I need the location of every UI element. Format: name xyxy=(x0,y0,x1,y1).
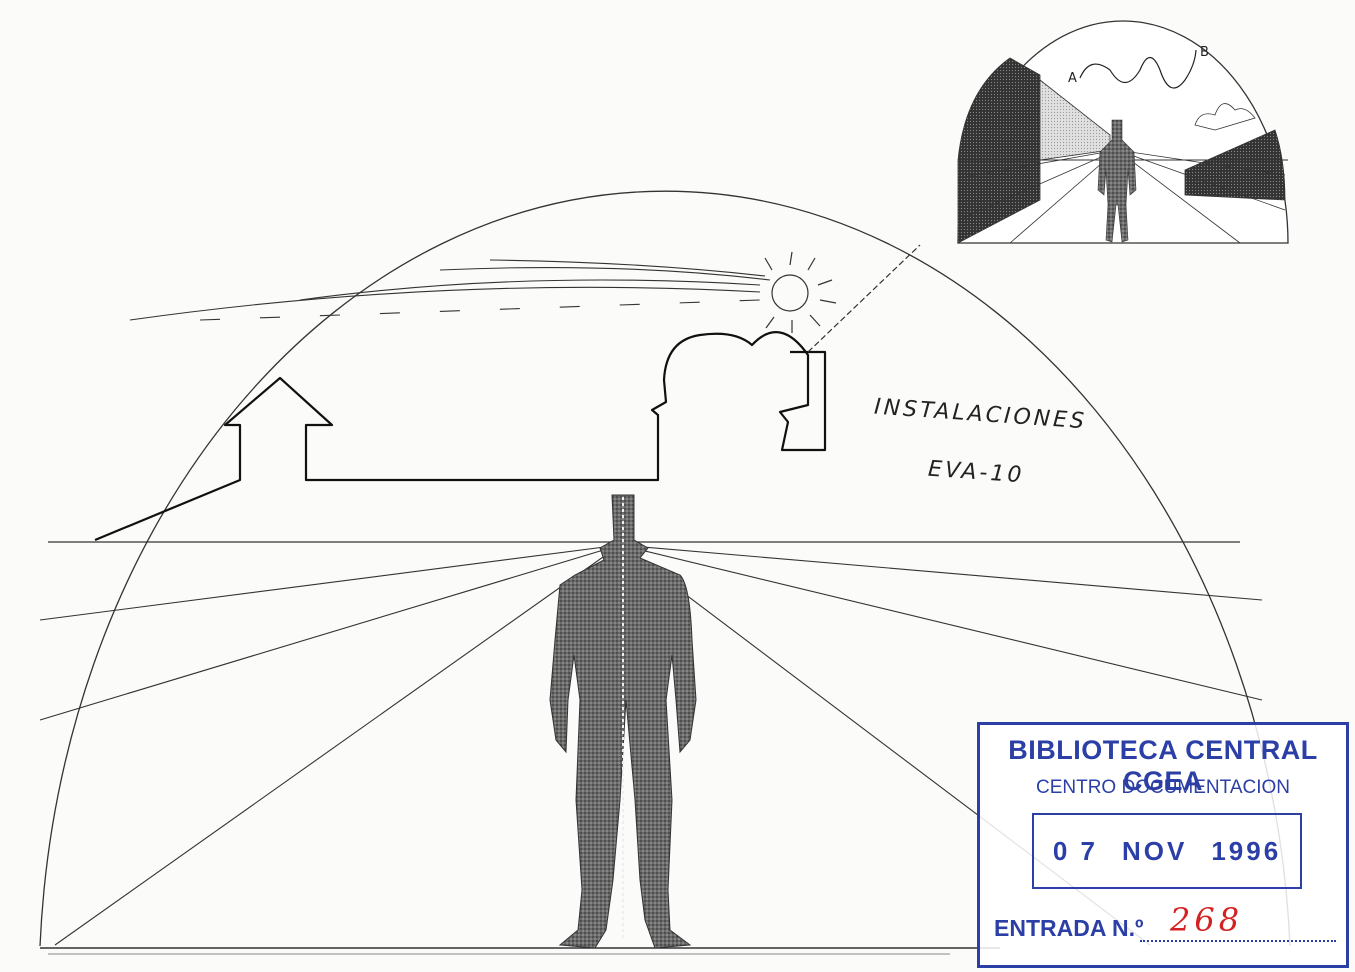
inset-label-b: B xyxy=(1200,45,1209,60)
stamp-date-year: 1996 xyxy=(1211,836,1281,867)
stamp-subtitle: CENTRO DOCUMENTACION xyxy=(980,777,1346,799)
stamp-date-month: NOV xyxy=(1122,836,1187,867)
stamp-entry-dotted-line xyxy=(1140,940,1336,942)
inset-label-a: A xyxy=(1068,71,1077,86)
inset-dome xyxy=(958,21,1288,243)
library-stamp: BIBLIOTECA CENTRAL CGEA CENTRO DOCUMENTA… xyxy=(977,722,1349,968)
stamp-date-day: 0 7 xyxy=(1053,836,1098,867)
stamp-entry-label: ENTRADA N.º xyxy=(994,915,1143,942)
stamp-entry-number: 268 xyxy=(1170,901,1243,939)
stamp-date-box: 0 7 NOV 1996 xyxy=(1032,813,1302,889)
